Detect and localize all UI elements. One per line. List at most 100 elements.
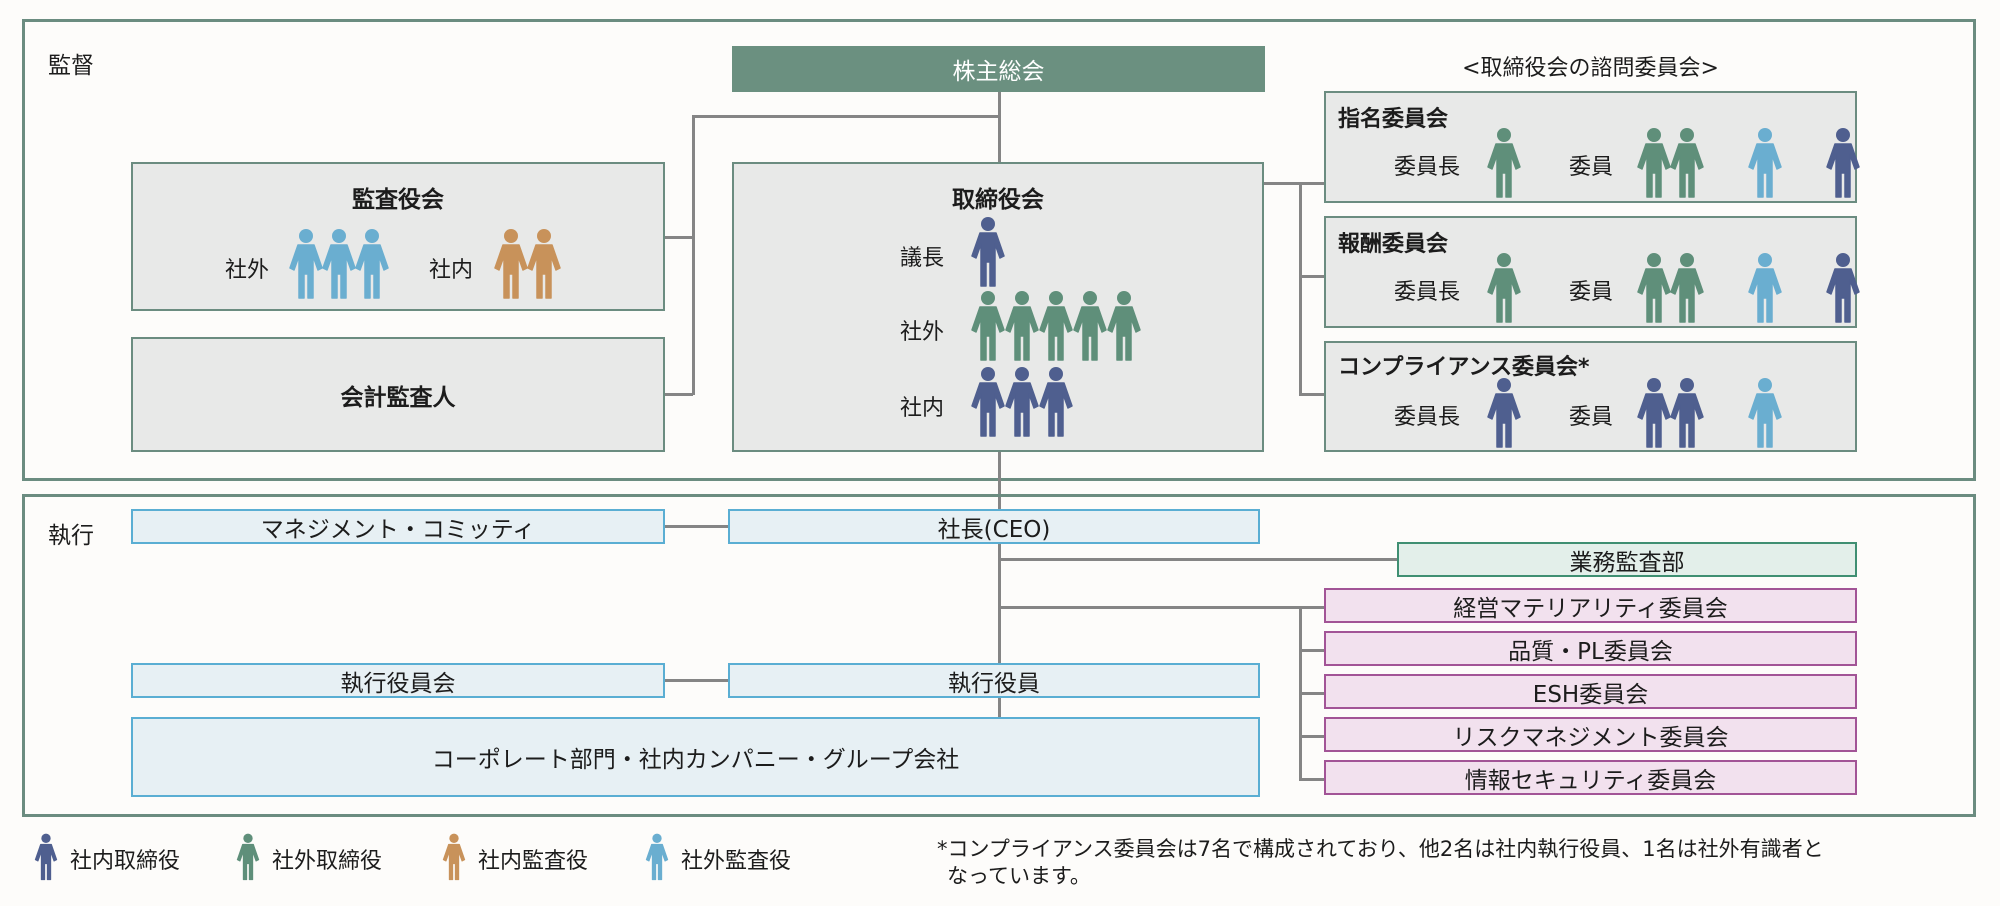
exec-committee-box[interactable]: 品質・PL委員会 (1324, 631, 1857, 666)
person-icon (971, 291, 1005, 361)
connector-line (692, 115, 695, 395)
legend-item-inside-director: 社内取締役 (34, 828, 180, 890)
board-outside-members (970, 290, 1170, 364)
connector-line (1299, 735, 1324, 738)
person-icon (645, 833, 669, 881)
connector-line (998, 558, 1398, 561)
exec-committee-box[interactable]: 経営マテリアリティ委員会 (1324, 588, 1857, 623)
executive-officers-box[interactable]: 執行役員 (728, 663, 1260, 698)
connector-line (998, 92, 1001, 164)
person-icon (1637, 378, 1671, 448)
audit-board-inside-members (493, 228, 573, 302)
person-icon (1073, 291, 1107, 361)
legend-label: 社内取締役 (70, 849, 181, 874)
ceo-box[interactable]: 社長(CEO) (728, 509, 1260, 544)
person-icon (494, 229, 528, 299)
management-committee-label: マネジメント・コミッティ (260, 516, 536, 543)
person-icon (322, 229, 356, 299)
person-icon (1670, 253, 1704, 323)
person-icon (1637, 253, 1671, 323)
executive-officers-label: 執行役員 (948, 670, 1040, 697)
member-label: 委員 (1569, 155, 1614, 180)
compliance-committee-box[interactable]: コンプライアンス委員会* 委員長 委員 (1324, 341, 1857, 452)
person-icon (1005, 367, 1039, 437)
connector-line (665, 236, 693, 239)
audit-board-title: 監査役会 (352, 187, 444, 213)
footnote-line-1: *コンプライアンス委員会は7名で構成されており、他2名は社内執行役員、1名は社外… (937, 837, 1824, 861)
management-committee-box[interactable]: マネジメント・コミッティ (131, 509, 665, 544)
legend-label: 社外監査役 (681, 849, 792, 874)
divisions-box[interactable]: コーポレート部門・社内カンパニー・グループ会社 (131, 717, 1260, 797)
connector-line (1299, 649, 1324, 652)
board-chair-label: 議長 (900, 246, 945, 271)
supervision-label: 監督 (48, 53, 94, 79)
connector-line (665, 525, 729, 528)
person-icon (1039, 367, 1073, 437)
executive-officers-meeting-box[interactable]: 執行役員会 (131, 663, 665, 698)
person-icon (34, 833, 58, 881)
audit-board-outside-members (288, 228, 398, 302)
person-icon (1748, 253, 1782, 323)
legend-label: 社外取締役 (272, 849, 383, 874)
audit-board-inside-label: 社内 (429, 258, 474, 283)
chair-label: 委員長 (1394, 155, 1461, 180)
member-label: 委員 (1569, 405, 1614, 430)
person-icon (1487, 253, 1521, 323)
footnote: *コンプライアンス委員会は7名で構成されており、他2名は社内執行役員、1名は社外… (937, 836, 1824, 890)
connector-line (998, 543, 1001, 665)
shareholders-meeting-label: 株主総会 (952, 59, 1045, 85)
board-title: 取締役会 (952, 187, 1044, 213)
connector-line (1299, 275, 1324, 278)
person-icon (236, 833, 260, 881)
chair-label: 委員長 (1394, 280, 1461, 305)
nomination-committee-box[interactable]: 指名委員会 委員長 委員 (1324, 91, 1860, 203)
committee-members (1636, 127, 1860, 201)
person-icon (1487, 378, 1521, 448)
connector-line (1264, 182, 1324, 185)
person-icon (971, 367, 1005, 437)
chair-label: 委員長 (1394, 405, 1461, 430)
connector-line (1299, 182, 1302, 395)
person-icon (355, 229, 389, 299)
board-inside-members (970, 366, 1170, 440)
exec-committee-label: リスクマネジメント委員会 (1452, 724, 1729, 751)
executive-officers-meeting-label: 執行役員会 (340, 670, 456, 697)
connector-line (1299, 393, 1324, 396)
exec-committee-box[interactable]: リスクマネジメント委員会 (1324, 717, 1857, 752)
advisory-committees-header: <取締役会の諮問委員会> (1462, 56, 1719, 81)
exec-committee-label: ESH委員会 (1532, 681, 1649, 708)
internal-audit-label: 業務監査部 (1569, 549, 1685, 576)
ceo-label: 社長(CEO) (937, 516, 1051, 543)
person-icon (1826, 128, 1860, 198)
internal-audit-box[interactable]: 業務監査部 (1397, 542, 1857, 577)
person-icon (289, 229, 323, 299)
exec-committee-label: 情報セキュリティ委員会 (1464, 767, 1717, 794)
audit-board-box[interactable]: 監査役会 社外 社内 (131, 162, 665, 311)
exec-committee-box[interactable]: 情報セキュリティ委員会 (1324, 760, 1857, 795)
person-icon (1826, 253, 1860, 323)
legend-item-outside-director: 社外取締役 (236, 828, 382, 890)
committee-chair-members (1486, 252, 1536, 326)
shareholders-meeting-box[interactable]: 株主総会 (732, 46, 1265, 92)
person-icon (1670, 128, 1704, 198)
exec-committee-label: 品質・PL委員会 (1508, 638, 1673, 665)
committee-chair-members (1486, 377, 1536, 451)
execution-label: 執行 (48, 523, 94, 549)
person-icon (1005, 291, 1039, 361)
committee-title: 報酬委員会 (1338, 232, 1449, 257)
accounting-auditor-box[interactable]: 会計監査人 (131, 337, 665, 452)
connector-line (665, 679, 729, 682)
compensation-committee-box[interactable]: 報酬委員会 委員長 委員 (1324, 216, 1860, 328)
legend-item-outside-auditor: 社外監査役 (645, 828, 791, 890)
connector-line (998, 698, 1001, 718)
person-icon (1637, 128, 1671, 198)
connector-line (998, 452, 1001, 510)
connector-line (692, 115, 1000, 118)
execution-section (22, 494, 1976, 817)
committee-members (1636, 377, 1856, 451)
board-inside-label: 社内 (900, 396, 945, 421)
board-of-directors-box[interactable]: 取締役会 議長 社外 社内 (732, 162, 1264, 452)
exec-committee-box[interactable]: ESH委員会 (1324, 674, 1857, 709)
board-chair-members (970, 216, 1170, 290)
committee-members (1636, 252, 1860, 326)
